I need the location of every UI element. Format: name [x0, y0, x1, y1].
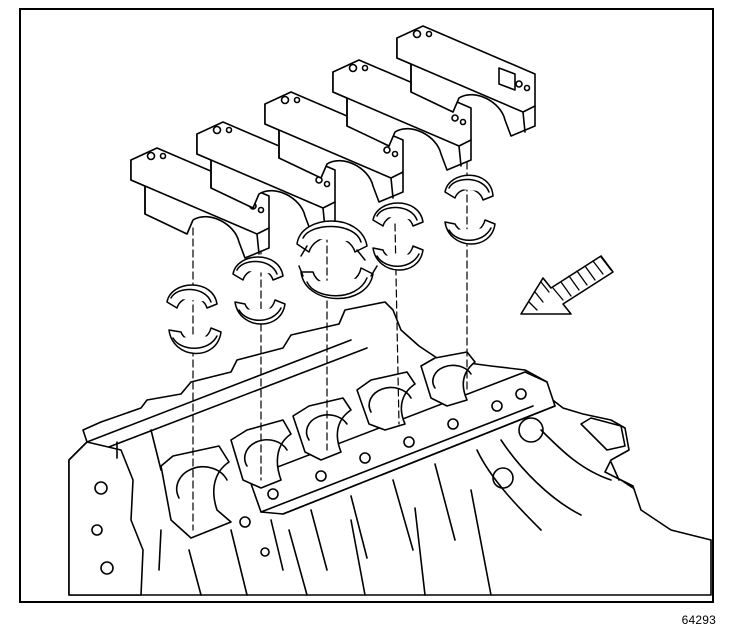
arrow-icon: [520, 255, 614, 315]
bearing-upper-4: [372, 202, 424, 227]
engine-block-illustration: [68, 25, 712, 596]
bearing-cap-1: [130, 147, 270, 259]
bearing-upper-1: [166, 284, 218, 309]
bearing-lower-4: [372, 245, 424, 271]
bearing-cap-5: [396, 25, 536, 137]
bearing-upper-3: [296, 220, 368, 261]
flange-bolt-hole: [91, 524, 103, 536]
bearing-upper-5: [444, 174, 494, 201]
rail-bolt-holes: [239, 388, 527, 557]
arrow-shape: [520, 255, 614, 315]
deck-rail-edge: [260, 405, 556, 515]
bulkheads: [160, 351, 476, 539]
flange-bolt-hole: [100, 561, 114, 575]
bearing-cap-4: [332, 59, 472, 171]
bearing-lower-5: [444, 219, 496, 245]
main-bearing-caps: [130, 25, 536, 259]
bearing-inserts: [166, 174, 496, 355]
bearing-cap-3: [264, 91, 404, 203]
bearing-upper-2: [232, 256, 284, 281]
engine-block: [68, 301, 712, 596]
flange-bolt-hole: [94, 481, 108, 495]
block-end-flange: [68, 441, 144, 596]
diagram-frame: [19, 8, 714, 603]
block-skirt: [116, 417, 634, 596]
arrow-shading: [528, 256, 612, 311]
figure-number: 64293: [681, 613, 716, 627]
bearing-lower-2: [234, 299, 286, 325]
bearing-lower-3: [298, 265, 378, 300]
deck-rail-rear: [86, 339, 368, 451]
bearing-lower-1: [168, 327, 222, 355]
